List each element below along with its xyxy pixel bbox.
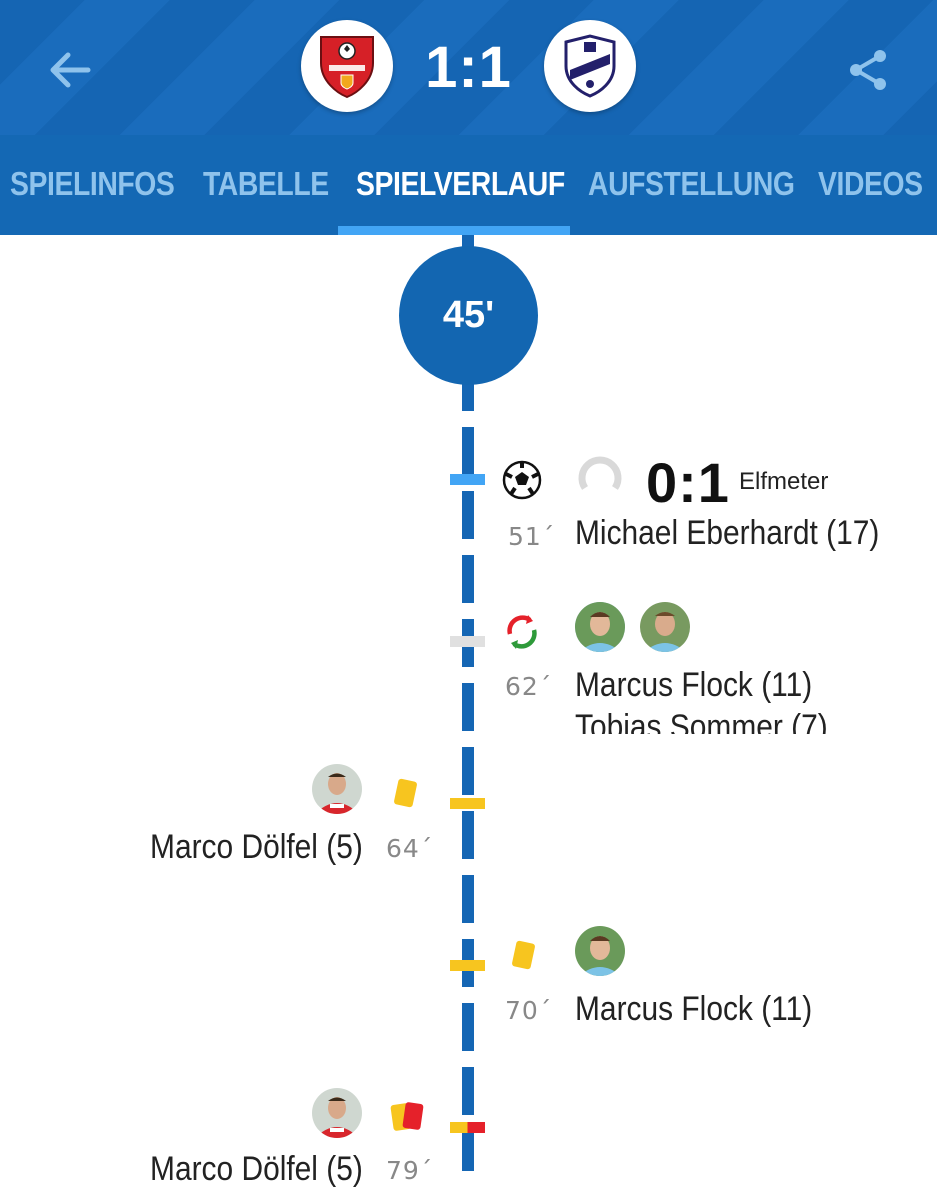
player-out-clip: Tobias Sommer (7) xyxy=(560,700,880,734)
away-team-crest[interactable] xyxy=(544,20,636,112)
player-avatar xyxy=(640,602,690,652)
tab-videos[interactable]: VIDEOS xyxy=(818,165,923,202)
goal-score: 0:1 xyxy=(646,451,730,514)
active-tab-indicator xyxy=(338,226,570,235)
timeline-tick xyxy=(450,636,485,647)
timeline-line xyxy=(462,235,474,1171)
player-in-name: Marcus Flock (11) xyxy=(575,666,813,704)
player-photo-icon xyxy=(575,602,625,652)
match-header: 1:1 xyxy=(0,0,937,135)
goal-detail: Elfmeter xyxy=(739,468,829,495)
yellow-red-card-icon xyxy=(390,1102,424,1131)
soccer-ball-icon xyxy=(502,460,542,500)
halftime-minute-bubble: 45' xyxy=(399,246,538,385)
player-name: Marco Dölfel (5) xyxy=(150,1150,363,1188)
away-team-crest-icon xyxy=(564,34,616,98)
avatar-placeholder-icon xyxy=(578,456,622,490)
tab-aufstellung[interactable]: AUFSTELLUNG xyxy=(588,165,795,202)
player-name: Marcus Flock (11) xyxy=(575,990,813,1028)
tab-tabelle[interactable]: TABELLE xyxy=(203,165,329,202)
player-avatar xyxy=(312,1088,362,1138)
home-team-crest-icon xyxy=(320,36,374,99)
tab-spielverlauf[interactable]: SPIELVERLAUF xyxy=(356,165,565,202)
player-out-name: Tobias Sommer (7) xyxy=(575,708,828,734)
back-button[interactable] xyxy=(44,44,96,96)
player-photo-icon xyxy=(312,764,362,814)
yellow-card-icon xyxy=(511,940,536,970)
player-photo-icon xyxy=(640,602,690,652)
timeline-tick xyxy=(450,1122,485,1133)
event-minute: 64´ xyxy=(386,834,434,863)
event-minute: 51´ xyxy=(508,522,556,551)
timeline-tick xyxy=(450,798,485,809)
share-icon xyxy=(850,50,886,90)
substitution-icon xyxy=(507,615,537,649)
player-avatar xyxy=(575,602,625,652)
timeline-tick xyxy=(450,960,485,971)
tab-spielinfos[interactable]: SPIELINFOS xyxy=(10,165,175,202)
match-score: 1:1 xyxy=(425,35,512,100)
tab-bar: SPIELINFOS TABELLE SPIELVERLAUF AUFSTELL… xyxy=(0,135,937,235)
player-avatar xyxy=(312,764,362,814)
yellow-card-icon xyxy=(393,778,418,808)
player-name: Marco Dölfel (5) xyxy=(150,828,363,866)
player-photo-icon xyxy=(575,926,625,976)
home-team-crest[interactable] xyxy=(301,20,393,112)
arrow-left-icon xyxy=(50,52,91,88)
event-minute: 70´ xyxy=(505,996,553,1025)
player-photo-icon xyxy=(312,1088,362,1138)
event-minute: 62´ xyxy=(505,672,553,701)
avatar-placeholder xyxy=(575,450,625,500)
player-avatar xyxy=(575,926,625,976)
share-button[interactable] xyxy=(842,44,894,96)
timeline-tick xyxy=(450,474,485,485)
player-name: Michael Eberhardt (17) xyxy=(575,514,880,552)
